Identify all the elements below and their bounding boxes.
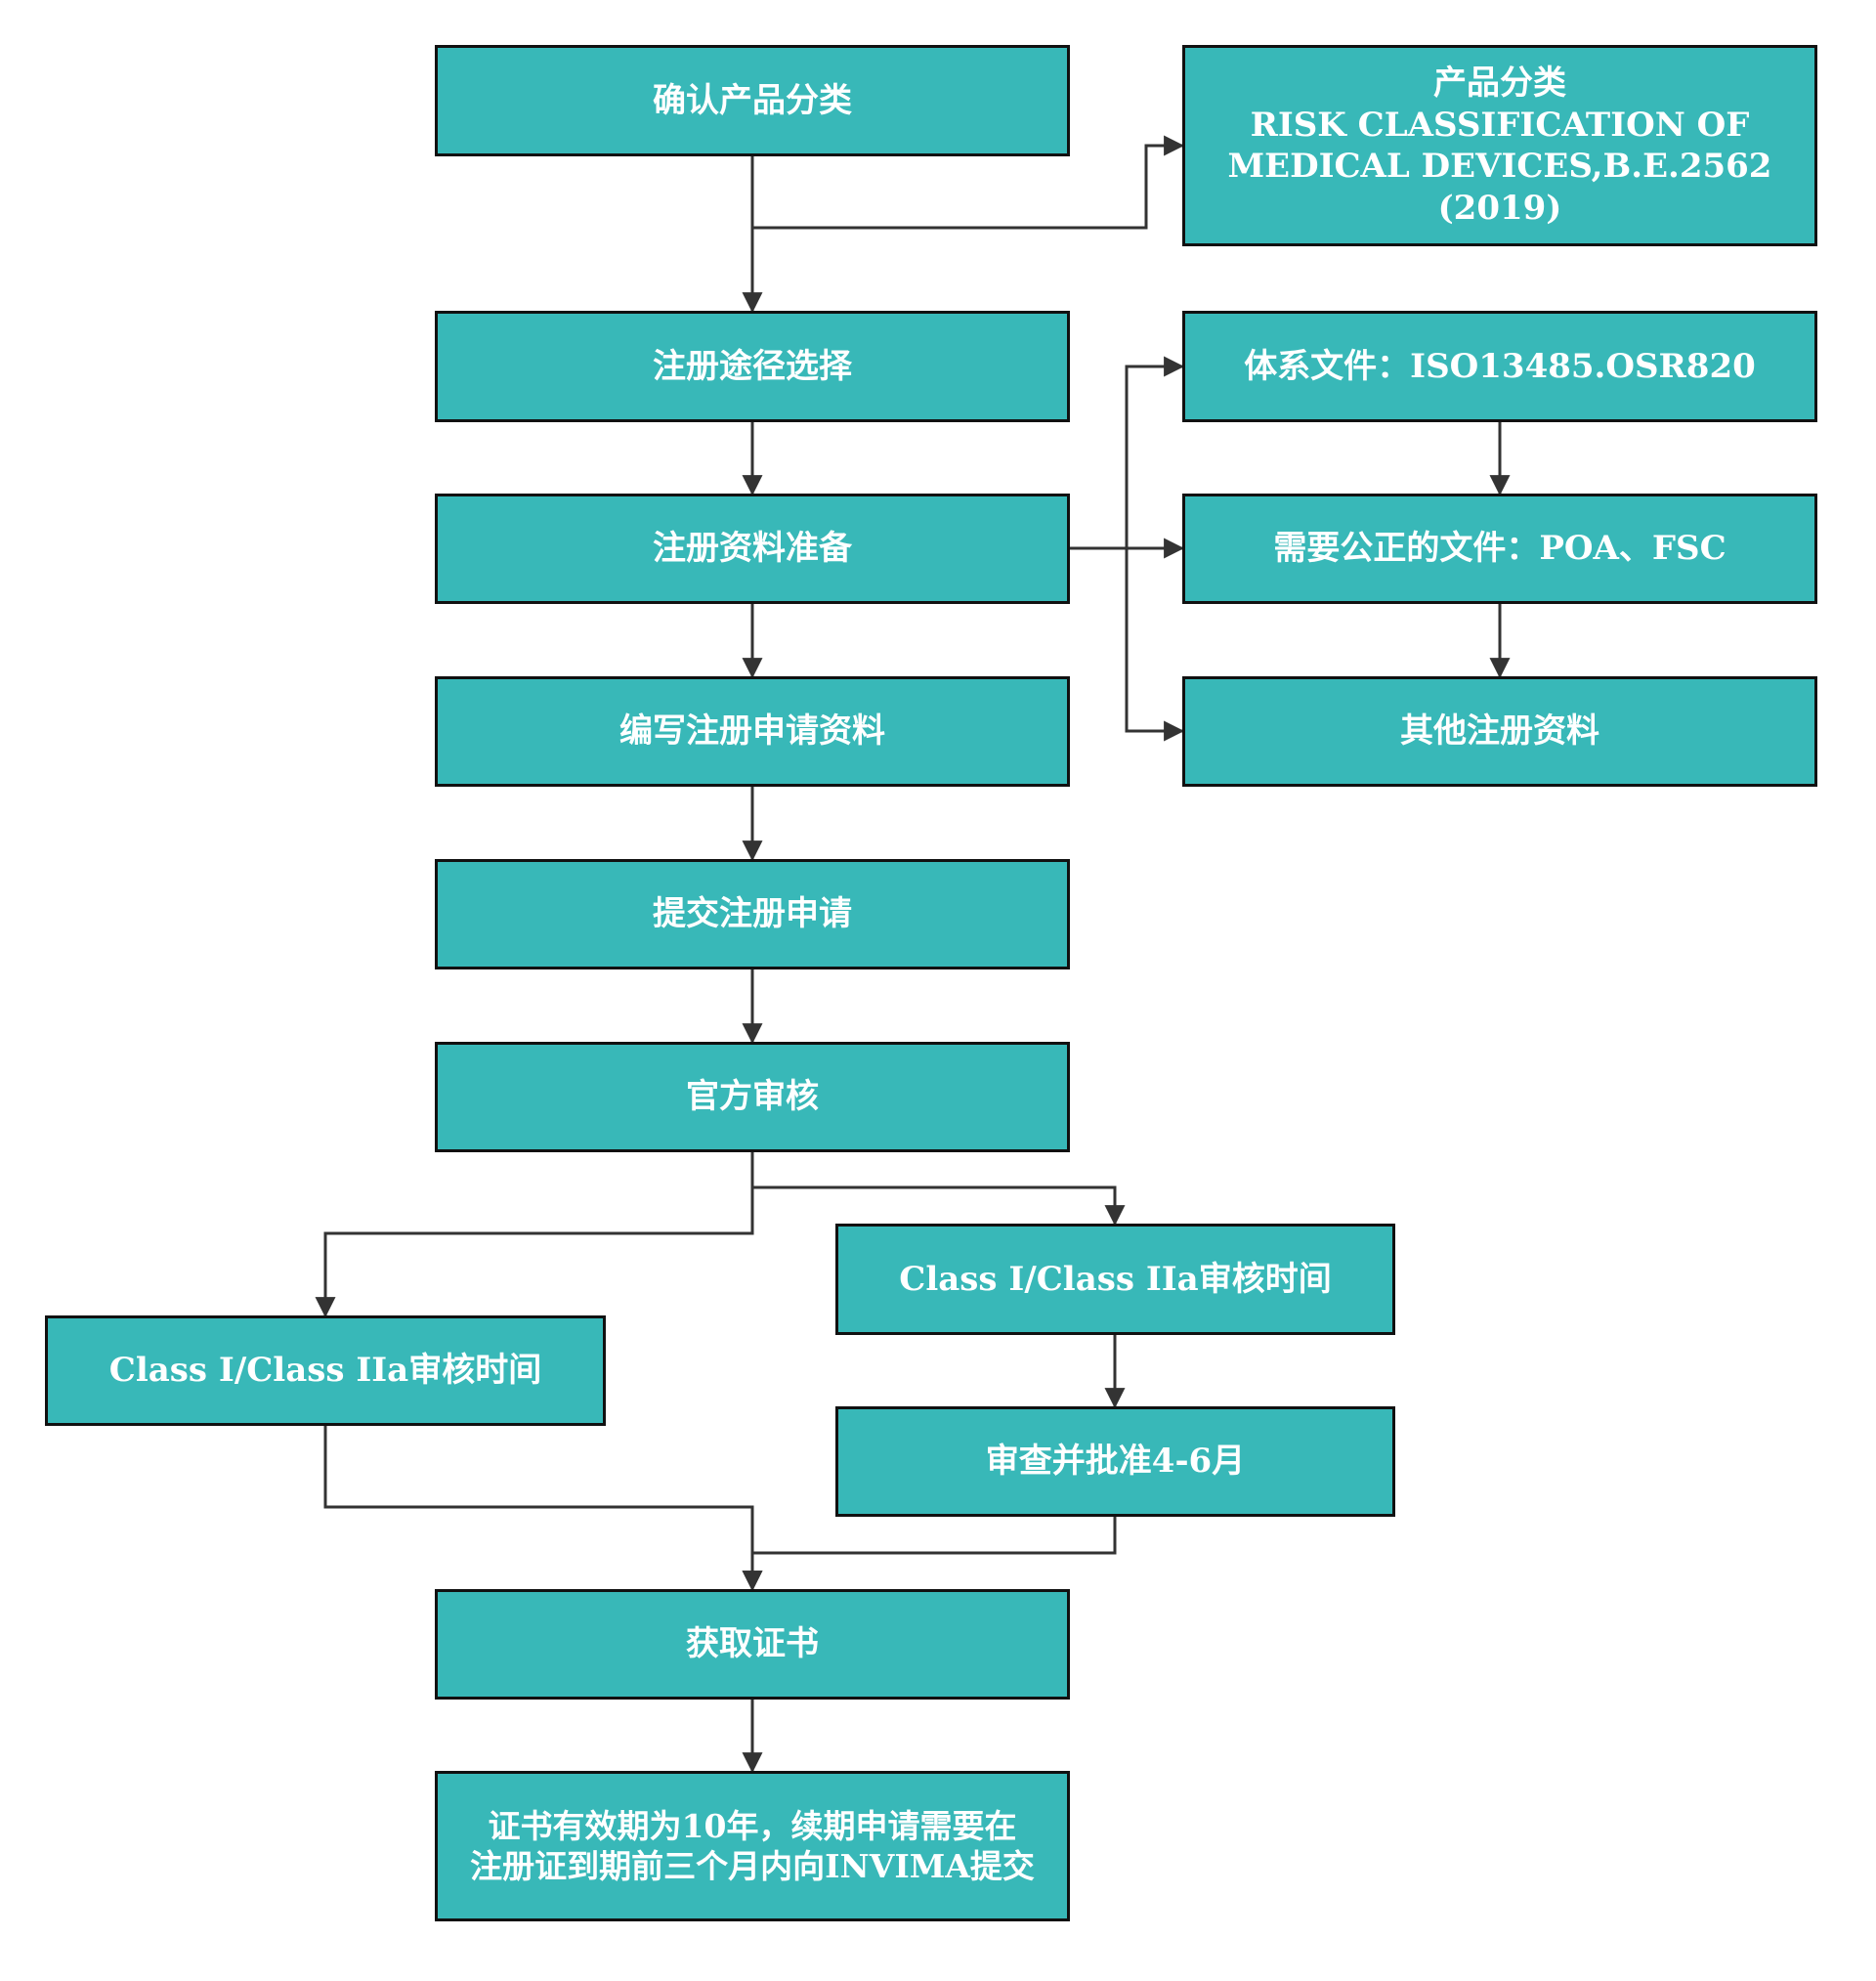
node-label: 确认产品分类 [653,80,852,120]
node-prepare-materials: 注册资料准备 [435,494,1070,604]
node-label: 产品分类 RISK CLASSIFICATION OF MEDICAL DEVI… [1227,64,1772,228]
node-label: 获取证书 [686,1624,819,1664]
node-label: 审查并批准4-6月 [985,1442,1246,1482]
node-qms-documents: 体系文件：ISO13485.OSR820 [1182,311,1817,422]
node-notarized-documents: 需要公正的文件：POA、FSC [1182,494,1817,604]
connector-prepare-to-other [1125,548,1185,742]
node-submit-application: 提交注册申请 [435,859,1070,969]
node-label: 体系文件：ISO13485.OSR820 [1244,346,1756,386]
node-label: Class I/Class IIa审核时间 [899,1259,1332,1299]
node-obtain-certificate: 获取证书 [435,1589,1070,1700]
connector-approval-to-certificate [742,1517,1117,1592]
node-review-time-right: Class I/Class IIa审核时间 [835,1224,1395,1335]
node-label: 提交注册申请 [653,894,852,934]
node-label: 证书有效期为10年，续期申请需要在 注册证到期前三个月内向INVIMA提交 [470,1806,1035,1885]
connector-review-to-left-time [315,1152,754,1318]
node-write-application: 编写注册申请资料 [435,676,1070,787]
node-review-time-left: Class I/Class IIa审核时间 [45,1315,606,1426]
node-approval-period: 审查并批准4-6月 [835,1406,1395,1517]
node-label: 需要公正的文件：POA、FSC [1273,529,1727,569]
node-official-review: 官方审核 [435,1042,1070,1152]
node-label: 注册途径选择 [653,346,852,386]
node-other-materials: 其他注册资料 [1182,676,1817,787]
connector-left-time-to-certificate [323,1426,763,1592]
connector-confirm-to-classification [750,135,1185,230]
connector-review-to-right-time [752,1185,1126,1227]
connector-prepare-to-qms [1070,356,1185,550]
node-confirm-product-classification: 确认产品分类 [435,45,1070,156]
node-label: 编写注册申请资料 [619,711,885,752]
node-label: 其他注册资料 [1400,711,1599,752]
node-certificate-validity: 证书有效期为10年，续期申请需要在 注册证到期前三个月内向INVIMA提交 [435,1771,1070,1921]
node-product-classification: 产品分类 RISK CLASSIFICATION OF MEDICAL DEVI… [1182,45,1817,246]
node-label: Class I/Class IIa审核时间 [108,1351,542,1391]
node-registration-route: 注册途径选择 [435,311,1070,422]
node-label: 官方审核 [686,1077,819,1117]
node-label: 注册资料准备 [653,529,852,569]
